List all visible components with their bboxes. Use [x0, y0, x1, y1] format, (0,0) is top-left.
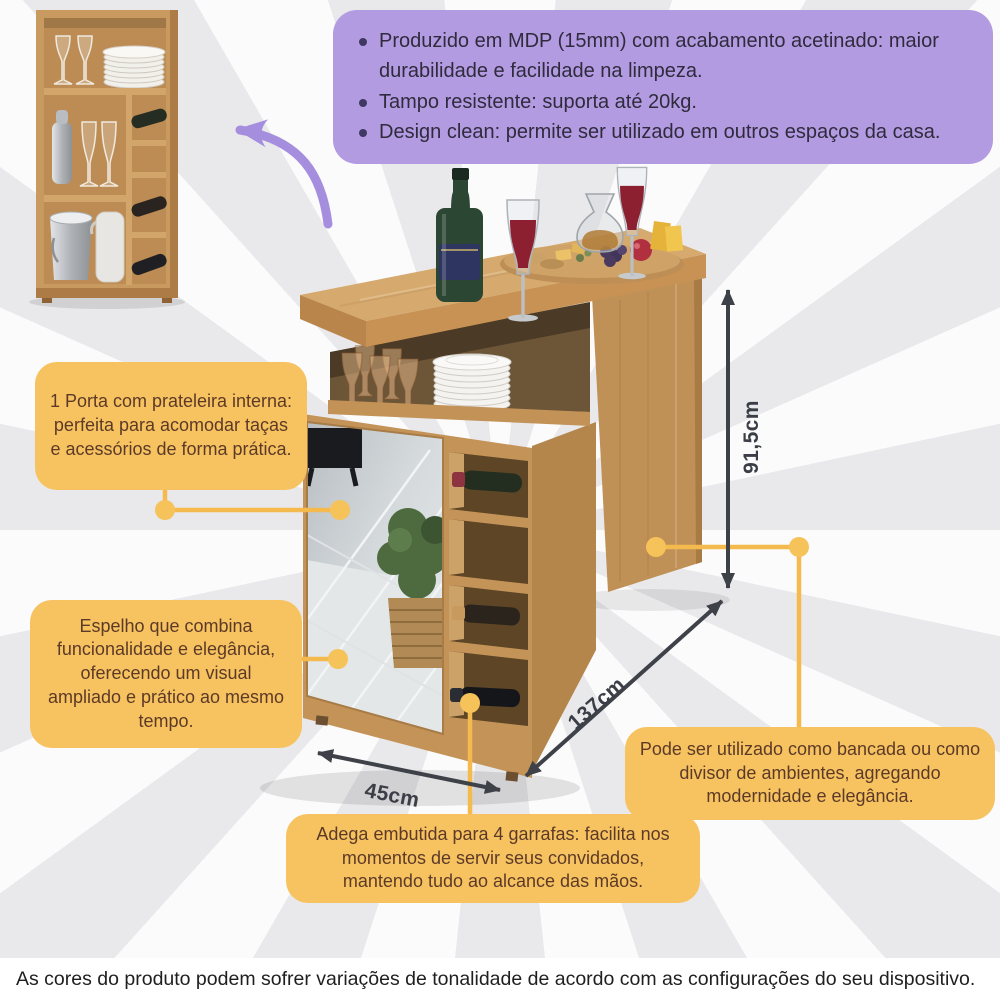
connector-dot	[330, 500, 350, 520]
wine-glass	[506, 199, 540, 322]
connector-dot	[789, 537, 809, 557]
cabinet-glasses	[53, 35, 95, 85]
footer-disclaimer-text: As cores do produto podem sofrer variaçõ…	[16, 967, 976, 990]
connector-dots	[155, 500, 809, 713]
wine-bottle	[452, 604, 521, 626]
napkin	[664, 225, 684, 252]
connector-dot	[646, 537, 666, 557]
connector-dot	[460, 693, 480, 713]
features-list: Produzido em MDP (15mm) com acabamento a…	[355, 26, 967, 148]
tabletop-items	[436, 166, 684, 322]
feature-item: Tampo resistente: suporta até 20kg.	[355, 87, 967, 117]
cabinet-shaker	[52, 110, 72, 184]
callout-bench: Pode ser utilizado como bancada ou como …	[625, 727, 995, 820]
callout-door-text: 1 Porta com prateleira interna: perfeita…	[49, 391, 293, 459]
depth-arrow	[317, 749, 501, 794]
length-arrow	[524, 599, 724, 778]
features-box: Produzido em MDP (15mm) com acabamento a…	[333, 10, 993, 164]
footer-disclaimer: As cores do produto podem sofrer variaçõ…	[0, 958, 1000, 1000]
callout-bench-text: Pode ser utilizado como bancada ou como …	[639, 738, 981, 807]
cabinet-pitcher	[90, 211, 125, 283]
callout-wine-rack-text: Adega embutida para 4 garrafas: facilita…	[316, 823, 670, 892]
connector-dot	[328, 649, 348, 669]
height-label: 91,5cm	[740, 400, 763, 474]
dimension-arrows	[317, 289, 735, 794]
feature-item: Design clean: permite ser utilizado em o…	[355, 117, 967, 147]
wine-rack	[449, 452, 528, 726]
callout-mirror-text: Espelho que combina funcionalidade e ele…	[47, 615, 285, 731]
callout-mirror: Espelho que combina funcionalidade e ele…	[30, 600, 302, 748]
cabinet-bottles	[131, 108, 167, 276]
decanter	[576, 193, 624, 253]
connector-dot	[155, 500, 175, 520]
feature-item: Produzido em MDP (15mm) com acabamento a…	[355, 26, 967, 87]
curved-arrow-icon	[235, 119, 333, 229]
wine-bottle	[452, 470, 522, 493]
callout-wine-rack: Adega embutida para 4 garrafas: facilita…	[286, 814, 700, 903]
cabinet-glasses	[79, 121, 119, 187]
bar-table-render	[300, 166, 706, 782]
plate-stack	[432, 353, 512, 413]
cabinet-inset-render	[29, 10, 185, 309]
cabinet-plates	[102, 45, 166, 89]
callout-door: 1 Porta com prateleira interna: perfeita…	[35, 362, 307, 490]
wine-glass	[616, 166, 648, 280]
wine-bottle	[436, 168, 483, 302]
cabinet-ice-bucket	[49, 211, 93, 280]
